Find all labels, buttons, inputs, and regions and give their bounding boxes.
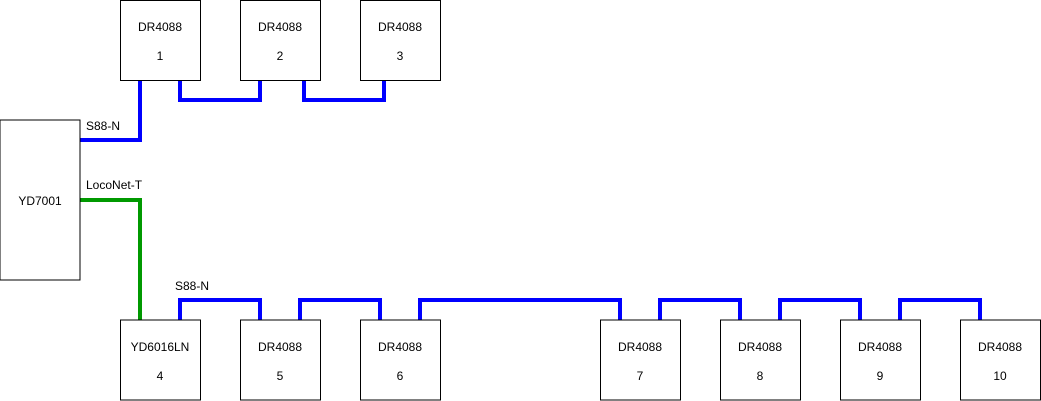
module-number: 3 xyxy=(397,49,404,63)
module-model: DR4088 xyxy=(378,20,422,34)
module-model: YD6016LN xyxy=(131,340,190,354)
module-number: 2 xyxy=(277,49,284,63)
module-box-7: DR4088 7 xyxy=(600,319,681,401)
module-box-2: DR4088 2 xyxy=(240,0,321,81)
s88-link-2-to-3 xyxy=(302,80,386,102)
s88-link-8-to-9 xyxy=(778,298,862,320)
module-model: DR4088 xyxy=(258,20,302,34)
module-model: DR4088 xyxy=(738,340,782,354)
module-number: 6 xyxy=(397,369,404,383)
s88-link-1-to-2 xyxy=(178,80,262,102)
module-number: 4 xyxy=(157,369,164,383)
module-box-5: DR4088 5 xyxy=(240,319,321,401)
module-box-4: YD6016LN 4 xyxy=(120,319,201,401)
s88-link-central-to-1 xyxy=(80,80,142,142)
module-box-3: DR4088 3 xyxy=(360,0,441,81)
module-number: 9 xyxy=(877,369,884,383)
module-number: 10 xyxy=(993,369,1007,383)
module-number: 5 xyxy=(277,369,284,383)
module-model: DR4088 xyxy=(978,340,1022,354)
central-unit: YD7001 xyxy=(0,119,81,281)
module-box-9: DR4088 9 xyxy=(840,319,921,401)
module-number: 7 xyxy=(637,369,644,383)
module-model: DR4088 xyxy=(258,340,302,354)
s88-link-4-to-5 xyxy=(178,298,262,320)
module-number: 8 xyxy=(757,369,764,383)
s88-link-6-to-7 xyxy=(418,298,622,320)
module-model: DR4088 xyxy=(138,20,182,34)
module-box-1: DR4088 1 xyxy=(120,0,201,81)
central-unit-label: YD7001 xyxy=(18,194,62,208)
s88-top-label: S88-N xyxy=(86,119,120,133)
s88-link-7-to-8 xyxy=(658,298,742,320)
module-number: 1 xyxy=(157,49,164,63)
module-box-8: DR4088 8 xyxy=(720,319,801,401)
s88-link-5-to-6 xyxy=(298,298,382,320)
module-box-6: DR4088 6 xyxy=(360,319,441,401)
module-box-10: DR4088 10 xyxy=(960,319,1041,401)
module-model: DR4088 xyxy=(858,340,902,354)
loconet-link-central-to-4 xyxy=(80,198,142,320)
s88-bottom-label: S88-N xyxy=(175,279,209,293)
loconet-label: LocoNet-T xyxy=(86,178,143,192)
s88-link-9-to-10 xyxy=(898,298,982,320)
module-model: DR4088 xyxy=(378,340,422,354)
module-model: DR4088 xyxy=(618,340,662,354)
